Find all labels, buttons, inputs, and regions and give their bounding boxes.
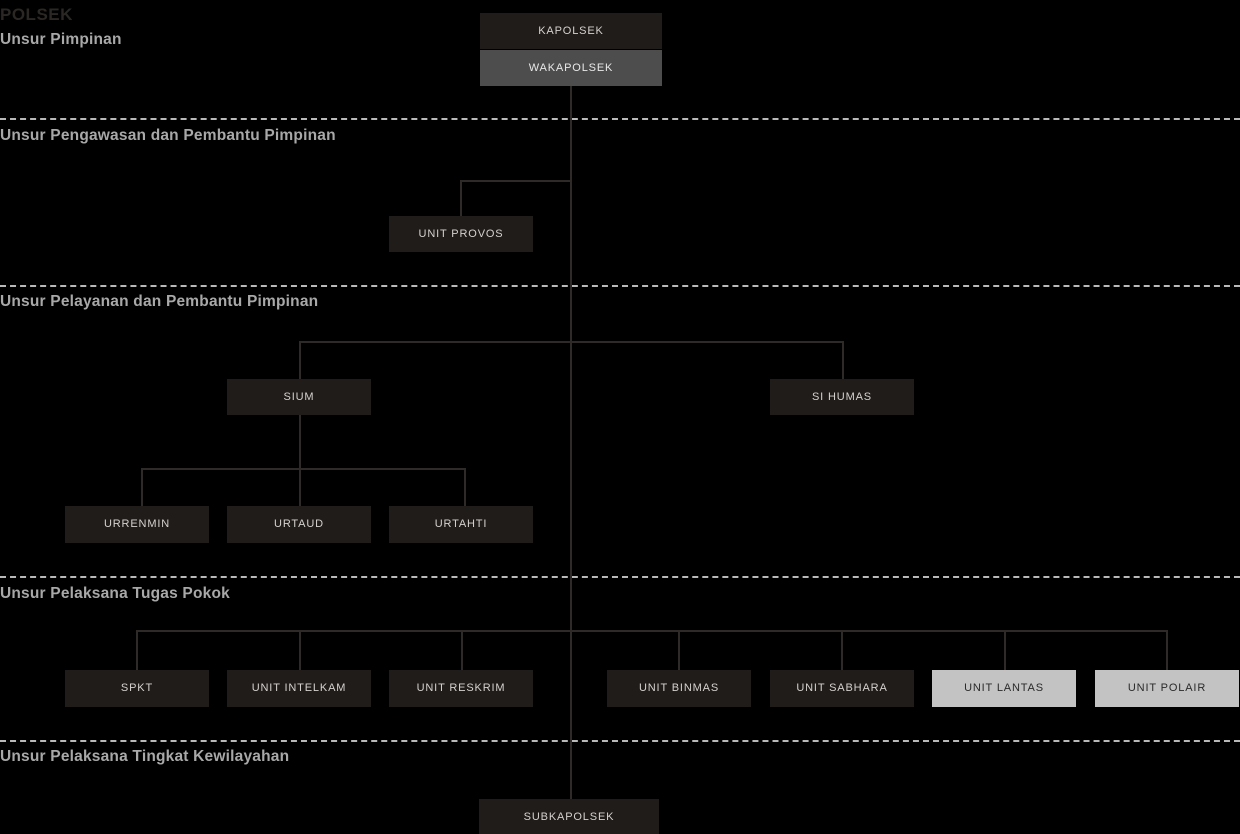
divider-pelaksana: [0, 740, 1240, 742]
chart-title: POLSEK: [0, 5, 73, 24]
node-wakapolsek-label: WAKAPOLSEK: [528, 61, 614, 74]
node-si-humas-label: SI HUMAS: [812, 390, 872, 403]
node-si-humas[interactable]: SI HUMAS: [770, 379, 914, 415]
node-unit-binmas-label: UNIT BINMAS: [638, 682, 720, 695]
node-urtahti[interactable]: URTAHTI: [389, 506, 533, 543]
node-wakapolsek[interactable]: WAKAPOLSEK: [480, 50, 662, 86]
connector-reskrim-drop: [461, 630, 463, 670]
connector-sabhara-drop: [841, 630, 843, 670]
connector-spkt-drop: [136, 630, 138, 670]
node-spkt-label: SPKT: [120, 682, 154, 695]
node-urtaud[interactable]: URTAUD: [227, 506, 371, 543]
node-unit-sabhara-label: UNIT SABHARA: [796, 682, 888, 695]
connector-intelkam-drop: [299, 630, 301, 670]
node-urtaud-label: URTAUD: [274, 518, 324, 531]
divider-pengawasan: [0, 285, 1240, 287]
connector-sium-children-bar: [141, 468, 466, 470]
node-urrenmin-label: URRENMIN: [103, 518, 171, 531]
node-unit-polair[interactable]: UNIT POLAIR: [1095, 670, 1239, 707]
connector-pelayanan-bar: [299, 341, 844, 343]
connector-urtahti-drop: [464, 468, 466, 506]
connector-polair-drop: [1166, 630, 1168, 670]
node-unit-intelkam[interactable]: UNIT INTELKAM: [227, 670, 371, 707]
node-unit-lantas[interactable]: UNIT LANTAS: [932, 670, 1076, 707]
node-unit-reskrim[interactable]: UNIT RESKRIM: [389, 670, 533, 707]
node-unit-intelkam-label: UNIT INTELKAM: [251, 682, 347, 695]
connector-binmas-drop: [678, 630, 680, 670]
node-sium[interactable]: SIUM: [227, 379, 371, 415]
connector-lantas-drop: [1004, 630, 1006, 670]
node-subkapolsek-label: SUBKAPOLSEK: [523, 811, 615, 824]
node-subkapolsek[interactable]: SUBKAPOLSEK: [479, 799, 659, 834]
connector-urtaud-drop: [299, 468, 301, 506]
connector-sihumas-drop: [842, 341, 844, 379]
node-urtahti-label: URTAHTI: [434, 518, 488, 531]
band-label-pimpinan: Unsur Pimpinan: [0, 31, 122, 48]
node-unit-lantas-label: UNIT LANTAS: [964, 682, 1044, 695]
node-unit-sabhara[interactable]: UNIT SABHARA: [770, 670, 914, 707]
connector-urrenmin-drop: [141, 468, 143, 506]
connector-provos-drop: [460, 180, 462, 216]
node-kapolsek-label: KAPOLSEK: [538, 24, 604, 37]
node-urrenmin[interactable]: URRENMIN: [65, 506, 209, 543]
connector-sium-drop: [299, 341, 301, 379]
connector-sium-stem: [299, 415, 301, 468]
connector-pelaksana-bar: [136, 630, 1166, 632]
band-label-kewilayahan: Unsur Pelaksana Tingkat Kewilayahan: [0, 748, 290, 765]
node-unit-provos-label: UNIT PROVOS: [418, 227, 504, 240]
divider-pelayanan: [0, 576, 1240, 578]
divider-pimpinan: [0, 118, 1240, 120]
node-unit-provos[interactable]: UNIT PROVOS: [389, 216, 533, 252]
connector-provos-horizontal: [460, 180, 572, 182]
node-spkt[interactable]: SPKT: [65, 670, 209, 707]
node-kapolsek[interactable]: KAPOLSEK: [480, 13, 662, 49]
node-sium-label: SIUM: [283, 390, 315, 403]
connector-main-trunk: [570, 86, 572, 801]
band-label-pengawasan: Unsur Pengawasan dan Pembantu Pimpinan: [0, 127, 336, 144]
band-label-pelayanan: Unsur Pelayanan dan Pembantu Pimpinan: [0, 293, 319, 310]
node-unit-binmas[interactable]: UNIT BINMAS: [607, 670, 751, 707]
node-unit-polair-label: UNIT POLAIR: [1127, 682, 1207, 695]
band-label-pelaksana: Unsur Pelaksana Tugas Pokok: [0, 585, 230, 602]
node-unit-reskrim-label: UNIT RESKRIM: [416, 682, 506, 695]
